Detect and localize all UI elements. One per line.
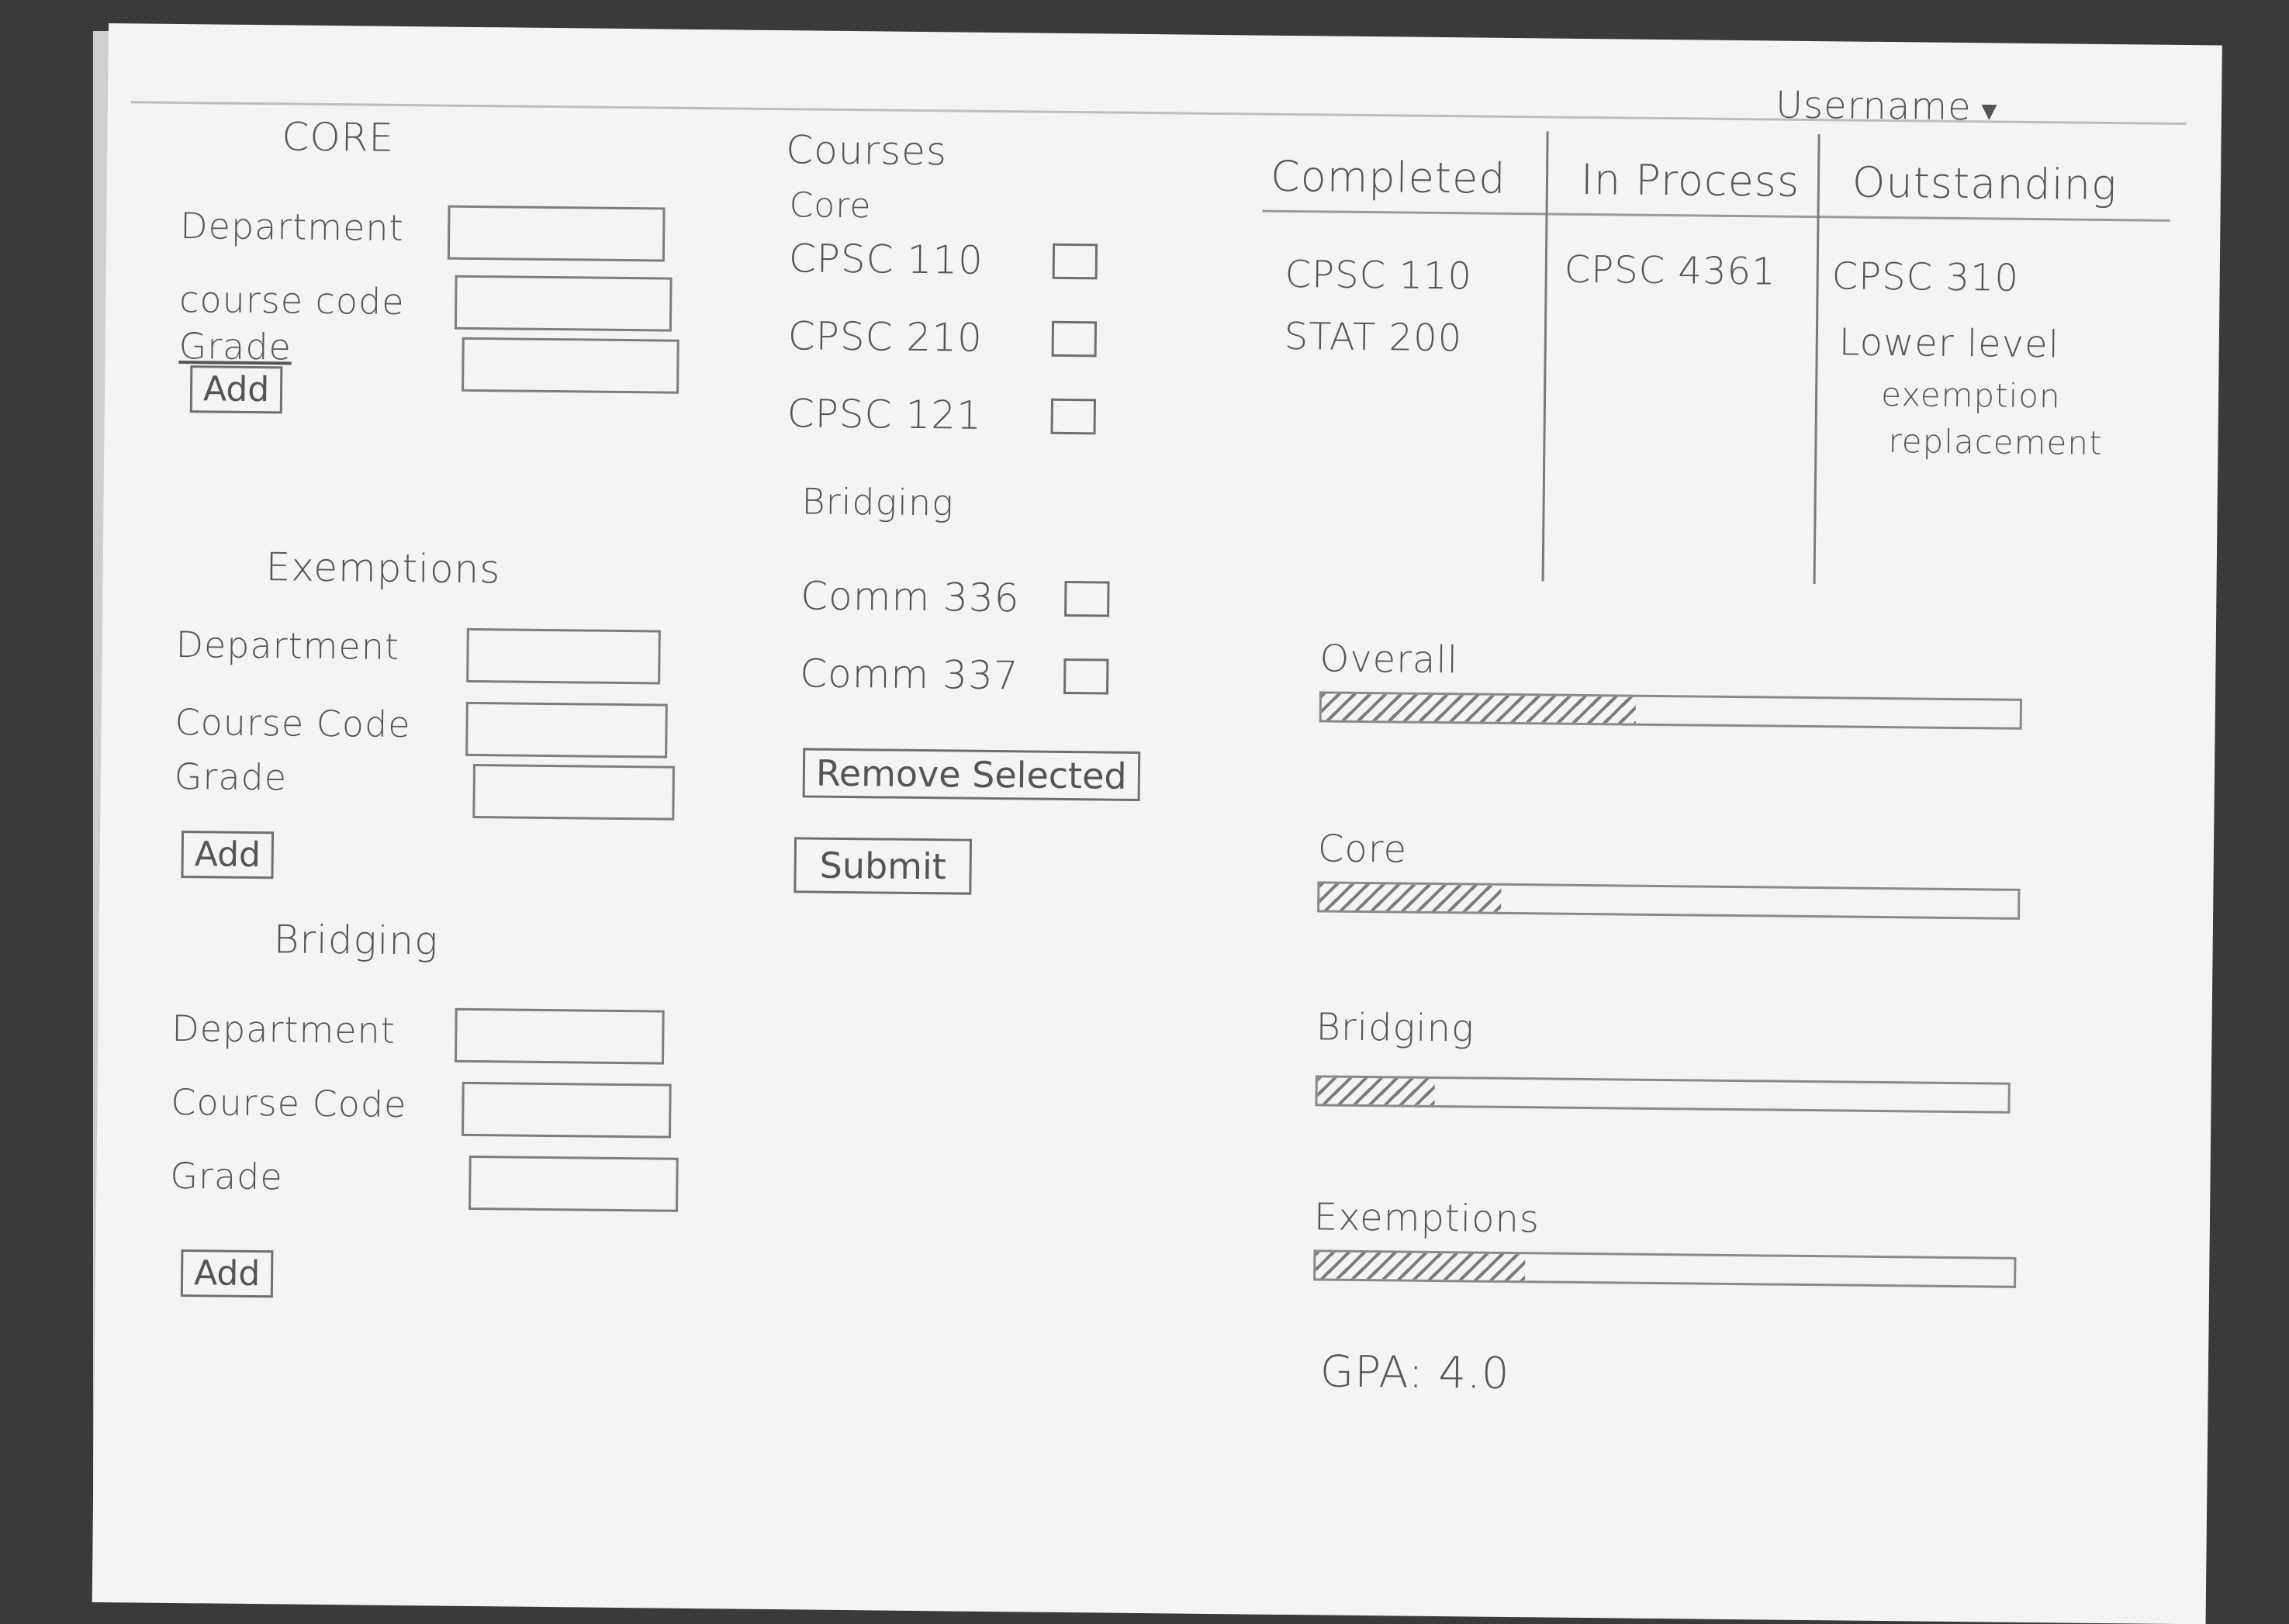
core-course-code-label: course code [178, 278, 405, 323]
overall-progress-label: Overall [1319, 637, 1459, 682]
outstanding-note: replacement [1888, 422, 2103, 462]
exemptions-course-code-input[interactable] [465, 701, 668, 758]
exemptions-course-code-row: Course Code [175, 695, 431, 752]
exemptions-progress-label: Exemptions [1313, 1195, 1540, 1242]
completed-course: STAT 200 [1284, 314, 1463, 361]
bridging-course-code-row: Course Code [171, 1075, 427, 1132]
course-label: CPSC 110 [788, 236, 984, 283]
exemptions-department-row: Department [175, 617, 432, 674]
exemptions-progress-bar [1313, 1249, 2017, 1288]
courses-title: Courses [786, 127, 948, 174]
bridging-progress-bar [1315, 1075, 2011, 1114]
gpa-value: GPA: 4.0 [1319, 1346, 1510, 1400]
course-label: Comm 336 [800, 573, 1020, 621]
core-department-input[interactable] [447, 205, 666, 262]
bridging-grade-input[interactable] [469, 1155, 679, 1212]
exemptions-department-input[interactable] [466, 627, 661, 685]
bridging-form-title: Bridging [273, 917, 439, 964]
core-department-label: Department [179, 204, 404, 249]
exemptions-grade-row: Grade [174, 749, 430, 806]
course-label: CPSC 210 [787, 313, 984, 361]
username-label: Username [1775, 83, 1972, 130]
overall-progress-bar [1319, 691, 2023, 730]
bridging-progress-fill [1317, 1077, 1436, 1105]
bridging-department-label: Department [171, 1007, 396, 1052]
course-checkbox[interactable] [1052, 243, 1098, 280]
sketch-paper: Username▼ CORE Department course code Gr… [92, 23, 2222, 1624]
core-course-code-input[interactable] [454, 275, 673, 332]
core-grade-label: Grade [178, 324, 292, 368]
core-progress-bar [1317, 881, 2021, 920]
bridging-department-input[interactable] [454, 1007, 665, 1065]
bridging-department-row: Department [171, 1001, 428, 1058]
core-progress-fill [1319, 883, 1502, 912]
courses-core-heading: Core [789, 185, 872, 226]
core-form-title: CORE [282, 114, 395, 161]
caret-down-icon: ▼ [1976, 95, 2004, 127]
core-department-row: Department [180, 199, 437, 255]
course-checkbox[interactable] [1063, 658, 1109, 695]
status-column-divider [1813, 134, 1820, 585]
course-checkbox[interactable] [1051, 320, 1098, 358]
course-item: CPSC 121 [787, 391, 1096, 439]
outstanding-course: CPSC 310 [1831, 254, 2020, 300]
bridging-progress-label: Bridging [1316, 1005, 1475, 1051]
outstanding-note: exemption [1880, 375, 2061, 416]
completed-header: Completed [1270, 151, 1506, 203]
course-checkbox[interactable] [1050, 398, 1096, 435]
completed-course: CPSC 110 [1285, 252, 1473, 299]
outstanding-note: Lower level [1838, 320, 2060, 367]
user-menu[interactable]: Username▼ [1776, 84, 2004, 130]
exemptions-grade-label: Grade [174, 755, 288, 799]
exemptions-course-code-label: Course Code [175, 700, 411, 746]
overall-progress-fill [1321, 693, 1637, 724]
course-label: CPSC 121 [787, 391, 983, 438]
core-progress-label: Core [1317, 827, 1408, 872]
courses-bridging-heading: Bridging [801, 480, 955, 524]
submit-button[interactable]: Submit [794, 837, 973, 895]
status-column-divider [1541, 131, 1549, 582]
course-item: Comm 336 [800, 573, 1110, 621]
bridging-grade-label: Grade [170, 1154, 283, 1198]
bridging-grade-row: Grade [170, 1149, 427, 1205]
exemptions-form-title: Exemptions [265, 544, 501, 593]
exemptions-department-label: Department [175, 623, 400, 668]
course-item: Comm 337 [800, 651, 1109, 699]
bridging-course-code-label: Course Code [171, 1080, 407, 1126]
course-item: CPSC 210 [788, 313, 1098, 361]
status-header-divider [1262, 209, 2170, 222]
exemptions-add-button[interactable]: Add [181, 831, 275, 879]
outstanding-header: Outstanding [1852, 157, 2118, 210]
in-process-course: CPSC 4361 [1564, 247, 1776, 294]
bridging-add-button[interactable]: Add [180, 1249, 274, 1298]
bridging-course-code-input[interactable] [461, 1081, 672, 1139]
course-checkbox[interactable] [1064, 580, 1110, 617]
course-label: Comm 337 [799, 651, 1019, 699]
course-item: CPSC 110 [789, 236, 1098, 284]
exemptions-grade-input[interactable] [472, 763, 676, 821]
exemptions-progress-fill [1316, 1252, 1526, 1281]
remove-selected-button[interactable]: Remove Selected [802, 748, 1140, 801]
in-process-header: In Process [1580, 154, 1800, 206]
core-add-button[interactable]: Add [189, 365, 283, 414]
core-grade-input[interactable] [462, 337, 679, 394]
